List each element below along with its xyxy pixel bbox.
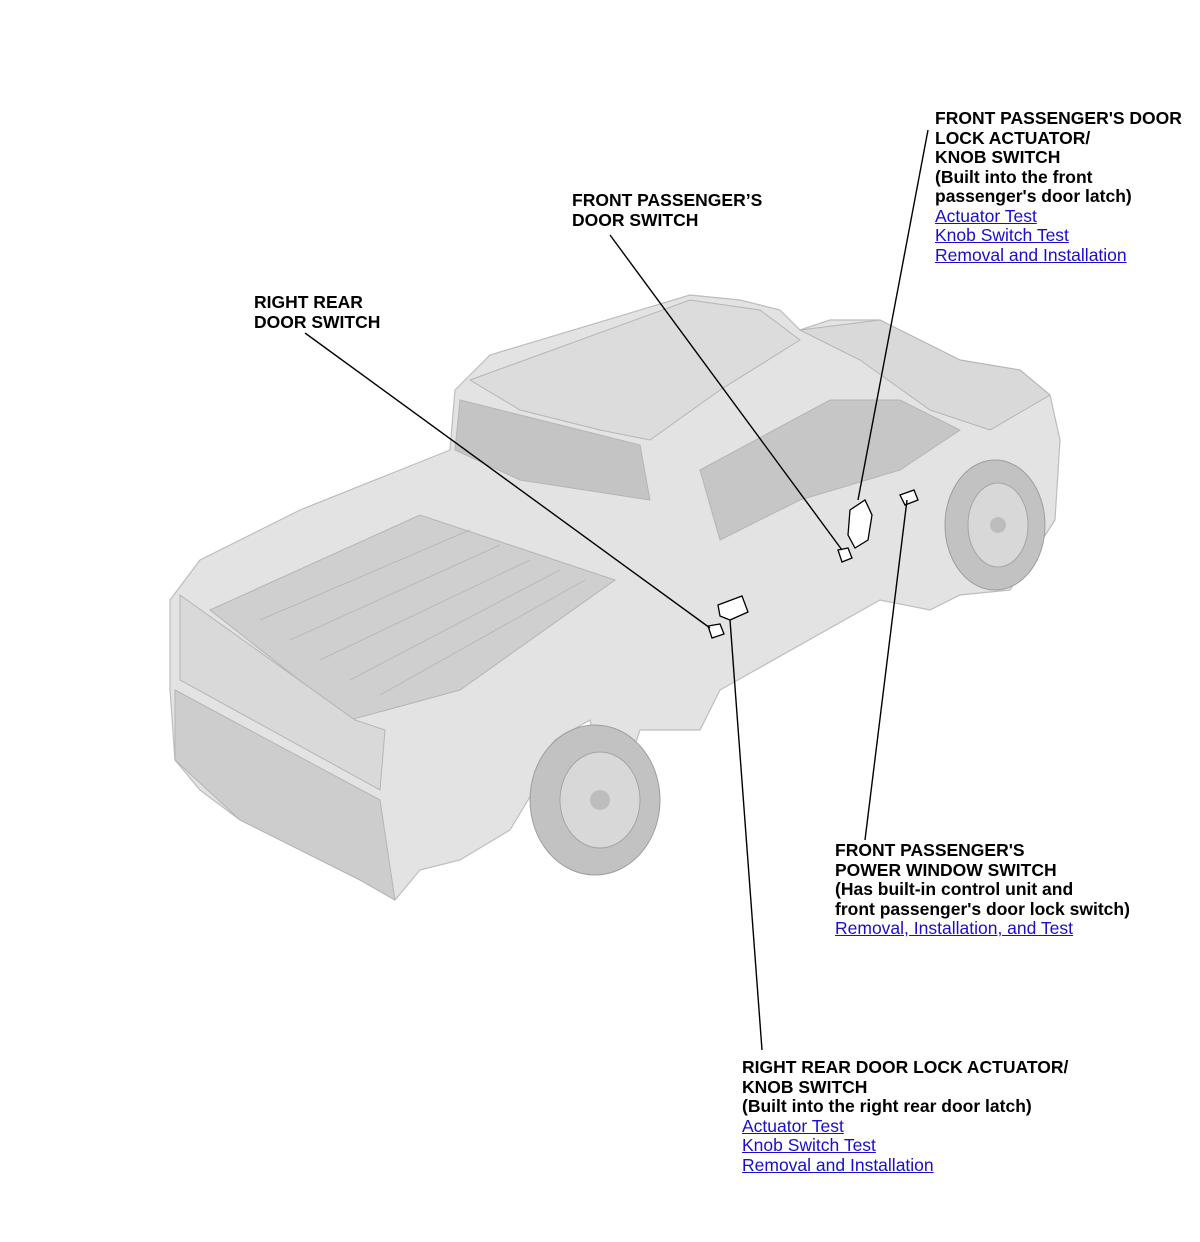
link-removal-and-installation[interactable]: Removal and Installation <box>935 244 1127 265</box>
component-parts <box>707 489 919 639</box>
front-wheel <box>944 459 1046 591</box>
callout-line: (Built into the right rear door latch) <box>742 1096 1032 1116</box>
leader-front-door-lock <box>857 129 929 501</box>
rear-door-switch-part <box>707 623 725 639</box>
link-removal-and-installation[interactable]: Removal and Installation <box>742 1154 934 1175</box>
callout-line: passenger's door latch) <box>935 186 1132 206</box>
callout-right-rear-door-switch: RIGHT REAR DOOR SWITCH <box>254 292 381 332</box>
leader-right-rear-door-switch <box>304 332 711 629</box>
front-door-latch-part <box>847 499 873 549</box>
truck-shading <box>174 299 1051 901</box>
callout-line: DOOR SWITCH <box>572 209 699 230</box>
callout-line: KNOB SWITCH <box>935 147 1061 167</box>
front-door-switch-part <box>837 547 853 563</box>
callout-line: DOOR SWITCH <box>254 311 381 332</box>
callout-line: FRONT PASSENGER'S DOOR <box>935 108 1182 128</box>
link-knob-switch-test[interactable]: Knob Switch Test <box>935 225 1069 245</box>
callout-front-passenger-door-switch: FRONT PASSENGER’S DOOR SWITCH <box>572 190 763 230</box>
link-actuator-test[interactable]: Actuator Test <box>742 1115 844 1136</box>
callout-front-passenger-power-window: FRONT PASSENGER'S POWER WINDOW SWITCH (H… <box>835 840 1130 939</box>
link-knob-switch-test[interactable]: Knob Switch Test <box>742 1135 876 1155</box>
leader-power-window <box>864 499 908 841</box>
link-actuator-test[interactable]: Actuator Test <box>935 205 1037 226</box>
callout-right-rear-door-lock: RIGHT REAR DOOR LOCK ACTUATOR/ KNOB SWIT… <box>742 1057 1069 1175</box>
leader-lines <box>304 129 929 1051</box>
callout-line: POWER WINDOW SWITCH <box>835 859 1057 880</box>
rear-wheel <box>529 724 661 876</box>
leader-right-rear-door-lock <box>729 619 763 1051</box>
callout-line: FRONT PASSENGER'S <box>835 840 1025 860</box>
power-window-switch-part <box>899 489 919 506</box>
callout-line: FRONT PASSENGER’S <box>572 190 763 210</box>
callout-line: KNOB SWITCH <box>742 1076 868 1097</box>
callout-line: front passenger's door lock switch) <box>835 898 1130 919</box>
callout-line: (Built into the front <box>935 166 1093 187</box>
callout-front-passenger-door-lock: FRONT PASSENGER'S DOOR LOCK ACTUATOR/ KN… <box>935 108 1182 265</box>
callout-line: RIGHT REAR DOOR LOCK ACTUATOR/ <box>742 1057 1069 1077</box>
callout-line: (Has built-in control unit and <box>835 879 1074 899</box>
link-removal-installation-and-test[interactable]: Removal, Installation, and Test <box>835 918 1074 938</box>
rear-door-latch-part <box>717 595 749 621</box>
leader-front-door-switch <box>609 234 843 551</box>
callout-line: LOCK ACTUATOR/ <box>935 127 1091 148</box>
callout-line: RIGHT REAR <box>254 292 363 312</box>
